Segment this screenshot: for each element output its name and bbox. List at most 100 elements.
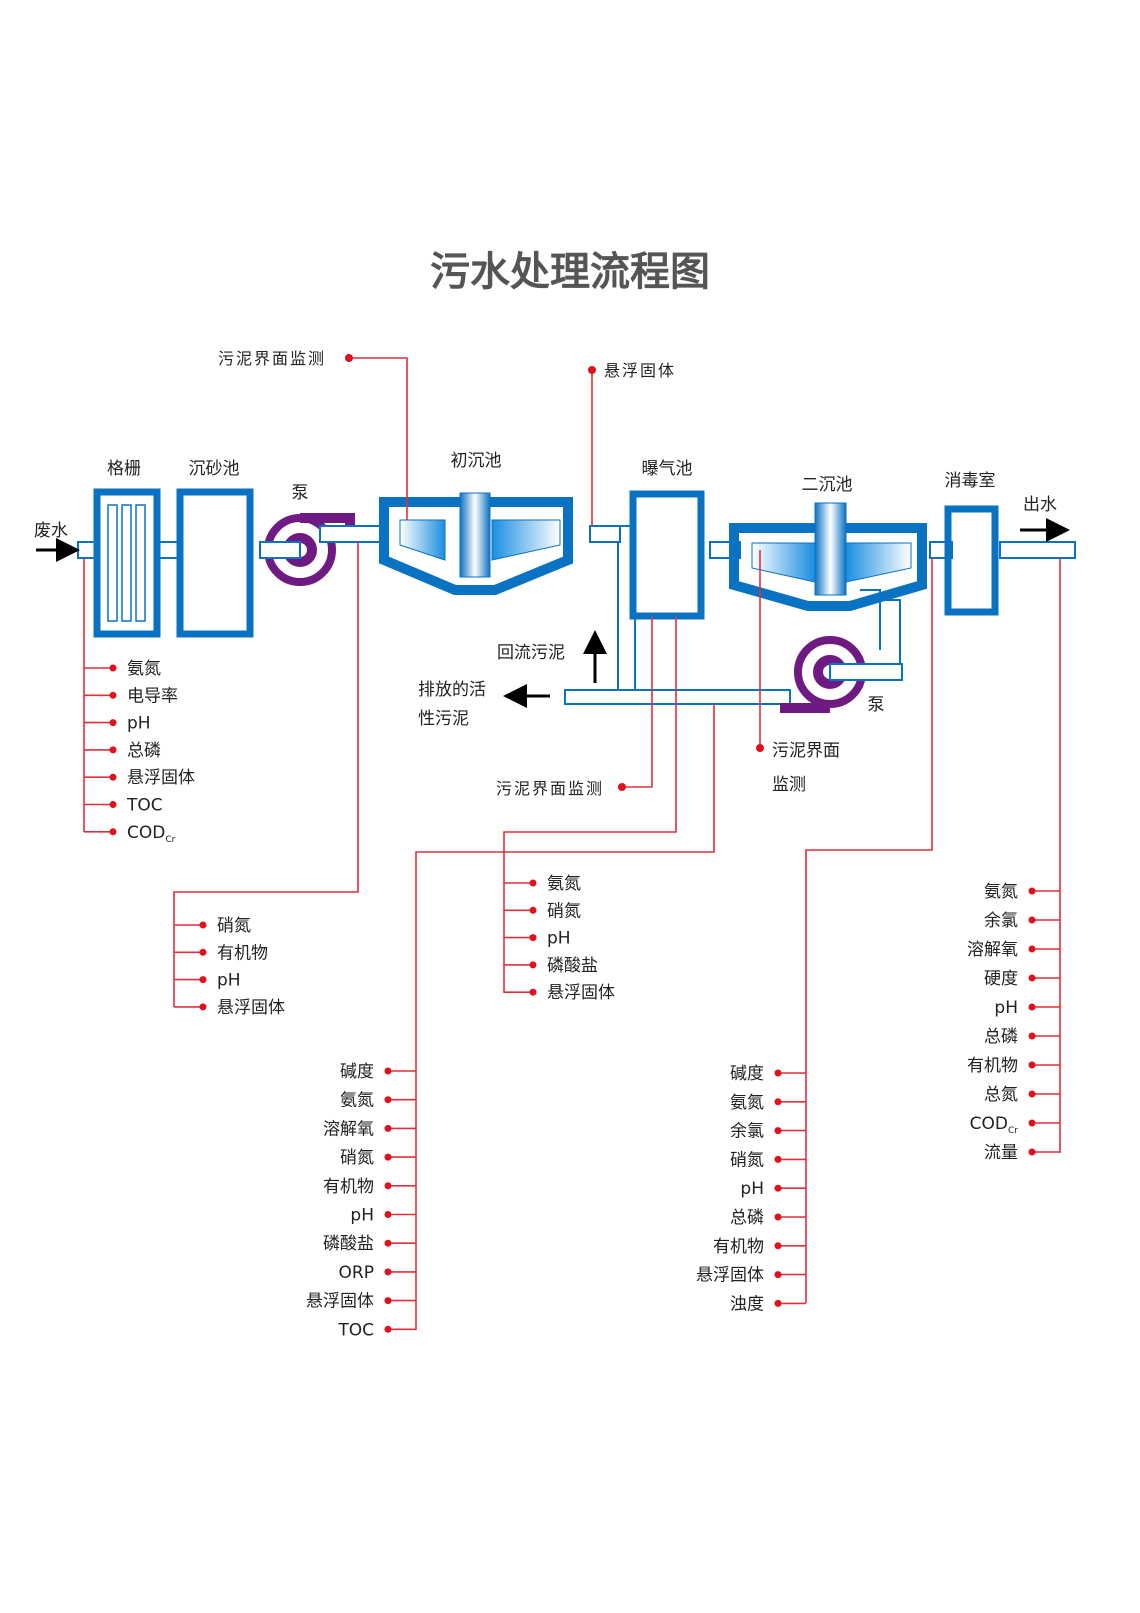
- sensor-dot-icon: [774, 1127, 782, 1135]
- callout-primary-sludge-label: 污泥界面监测: [218, 349, 326, 368]
- sensor-trunk-line: [415, 704, 715, 1330]
- sensor-label: 硬度: [984, 969, 1018, 989]
- grille-label: 格栅: [107, 459, 141, 479]
- sensor-dot-icon: [529, 879, 537, 887]
- sensor-label: 悬浮固体: [547, 983, 615, 1003]
- sensor-dot-icon: [774, 1098, 782, 1106]
- callout-secondary-sludge-label-2: 监测: [772, 775, 806, 795]
- pump-icon: [780, 636, 903, 713]
- sensor-dot-icon: [1028, 1061, 1036, 1069]
- sensor-label: 余氯: [730, 1122, 764, 1142]
- sensor-dot-icon: [109, 664, 117, 672]
- sensor-dot-icon: [774, 1155, 782, 1163]
- sensor-dot-icon: [384, 1182, 392, 1190]
- sensor-label: ORP: [339, 1263, 374, 1283]
- sensor-label: 流量: [984, 1143, 1018, 1163]
- sensor-dot-icon: [774, 1271, 782, 1279]
- callout-primary-ss-label: 悬浮固体: [604, 361, 676, 380]
- sensor-label: pH: [350, 1206, 374, 1226]
- sensor-label: 碱度: [340, 1062, 374, 1082]
- sensor-dot-icon: [109, 801, 117, 808]
- sensor-dot-icon: [1028, 1003, 1036, 1011]
- sensor-dot-icon: [384, 1325, 392, 1333]
- primary-clarifier-label: 初沉池: [451, 451, 502, 471]
- pump2-label: 泵: [868, 695, 885, 715]
- outlet-label: 出水: [1023, 495, 1057, 515]
- secondary-clarifier-unit: [729, 502, 927, 611]
- sensor-dot-icon: [199, 921, 207, 929]
- sensor-dot-icon: [384, 1239, 392, 1247]
- sensor-dot-icon: [109, 773, 117, 781]
- sensor-label: 悬浮固体: [696, 1266, 764, 1286]
- sensor-label: 悬浮固体: [127, 768, 195, 788]
- sensor-label: pH: [127, 714, 151, 734]
- pump-icon: [259, 513, 381, 586]
- sensor-label: 有机物: [967, 1056, 1018, 1076]
- sensor-dot-icon: [1028, 1148, 1036, 1156]
- sensor-label: 总氮: [984, 1085, 1018, 1105]
- sensor-label: pH: [994, 998, 1018, 1018]
- sensor-label: CODCr: [970, 1114, 1019, 1136]
- sensor-label: 硝氮: [340, 1148, 374, 1168]
- aeration-tank-unit: [629, 490, 705, 620]
- sensor-dot-icon: [1028, 1032, 1036, 1040]
- sensor-label: 余氯: [984, 911, 1018, 931]
- pump1-label: 泵: [292, 483, 309, 503]
- waste-sludge-label-1: 排放的活: [418, 680, 486, 700]
- sensor-dot-icon: [384, 1268, 392, 1276]
- sensor-label: pH: [547, 929, 571, 949]
- sensor-label: 浊度: [730, 1294, 764, 1314]
- disinfection-label: 消毒室: [945, 471, 996, 491]
- sensor-groups: 氨氮电导率pH总磷悬浮固体TOCCODCr硝氮有机物pH悬浮固体氨氮硝氮pH磷酸…: [83, 542, 1061, 1340]
- callout-primary-ss: [588, 366, 596, 526]
- sensor-label: 氨氮: [127, 659, 161, 679]
- sensor-label: pH: [740, 1179, 764, 1199]
- sensor-label: 磷酸盐: [323, 1234, 374, 1254]
- sensor-dot-icon: [1028, 1090, 1036, 1098]
- callout-aeration-sludge-label: 污泥界面监测: [496, 779, 604, 798]
- callout-primary-sludge: [345, 354, 408, 520]
- sensor-label: 电导率: [127, 686, 178, 706]
- sensor-label: TOC: [337, 1320, 374, 1340]
- sensor-dot-icon: [384, 1096, 392, 1104]
- sensor-label: 总磷: [127, 741, 161, 761]
- sensor-dot-icon: [384, 1124, 392, 1132]
- sensor-dot-icon: [529, 906, 537, 914]
- sensor-label: 氨氮: [730, 1093, 764, 1113]
- sensor-dot-icon: [384, 1153, 392, 1161]
- secondary-clarifier-label: 二沉池: [802, 475, 853, 495]
- sensor-label: 悬浮固体: [306, 1292, 374, 1312]
- cod-subscript: Cr: [165, 835, 175, 845]
- sensor-dot-icon: [1028, 916, 1036, 924]
- callout-secondary-sludge-label-1: 污泥界面: [772, 741, 840, 761]
- callout-aeration-sludge: [618, 616, 653, 791]
- sensor-dot-icon: [774, 1184, 782, 1192]
- sensor-label: 碱度: [730, 1064, 764, 1084]
- sensor-dot-icon: [774, 1299, 782, 1307]
- sensor-dot-icon: [384, 1211, 392, 1218]
- sensor-dot-icon: [109, 719, 117, 727]
- sensor-label: pH: [217, 971, 241, 991]
- sensor-dot-icon: [1028, 1119, 1036, 1127]
- grille-unit: [93, 488, 161, 638]
- sensor-dot-icon: [1028, 945, 1036, 953]
- sludge-pipes: [564, 525, 901, 705]
- sensor-label: 硝氮: [217, 916, 251, 936]
- sensor-dot-icon: [109, 691, 117, 699]
- sensor-label: TOC: [126, 796, 163, 816]
- sensor-dot-icon: [199, 948, 207, 956]
- sensor-dot-icon: [109, 746, 117, 754]
- sensor-label: 氨氮: [547, 874, 581, 894]
- sensor-dot-icon: [1028, 974, 1036, 982]
- sensor-dot-icon: [774, 1069, 782, 1077]
- sensor-label: 总磷: [984, 1027, 1018, 1047]
- grit-chamber-unit: [176, 488, 254, 638]
- sensor-dot-icon: [199, 1003, 207, 1011]
- sensor-trunk-line: [173, 542, 359, 1007]
- page-title: 污水处理流程图: [430, 249, 710, 295]
- sensor-dot-icon: [774, 1242, 782, 1250]
